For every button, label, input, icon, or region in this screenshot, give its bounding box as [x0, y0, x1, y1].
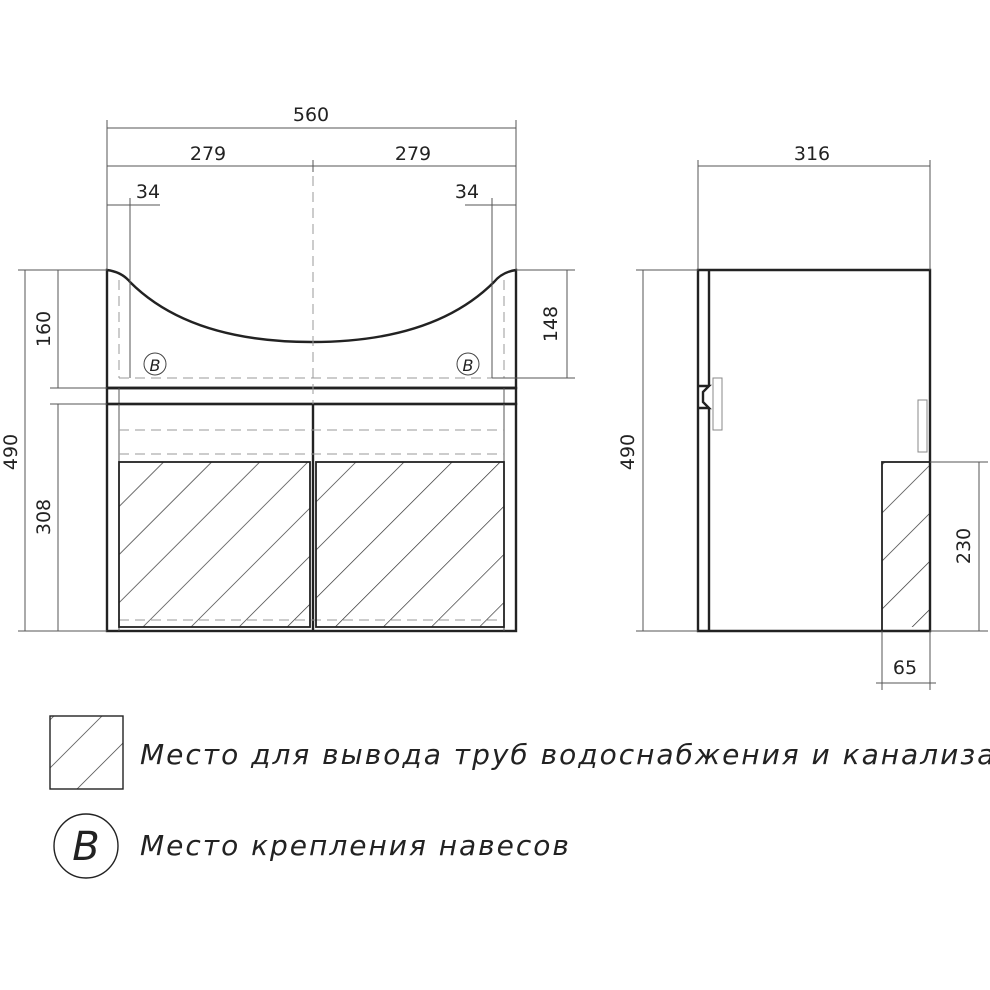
front-basin-outline — [105, 268, 518, 390]
legend-mount-text: Место крепления навесов — [140, 829, 571, 862]
dim-top-height: 160 — [33, 269, 107, 389]
dim-depth-label: 316 — [794, 143, 830, 165]
side-hinge-back — [917, 399, 928, 453]
dim-half-width: 279 279 — [107, 143, 516, 172]
dim-offset-right-label: 34 — [455, 181, 479, 203]
pipe-zone-left — [118, 461, 311, 628]
bracket-marker-right-label: B — [463, 356, 474, 375]
pipe-zone-side — [881, 461, 931, 632]
dim-pipe-zone-height-label: 230 — [953, 528, 975, 564]
dim-bracket-height: 148 — [492, 269, 575, 379]
legend: Место для вывода труб водоснабжения и ка… — [49, 715, 990, 879]
cabinet-body — [105, 402, 518, 633]
dim-top-height-label: 160 — [33, 311, 55, 347]
dim-depth: 316 — [697, 143, 931, 270]
legend-pipe-zone-text: Место для вывода труб водоснабжения и ка… — [140, 738, 990, 771]
dim-cabinet-height: 308 — [33, 403, 107, 631]
dim-total-height-side-label: 490 — [617, 434, 639, 470]
dim-total-height-side: 490 — [617, 269, 698, 632]
dim-total-width: 560 — [106, 104, 517, 270]
dim-half-width-right-label: 279 — [395, 143, 431, 165]
legend-mount-symbol-label: B — [72, 824, 99, 870]
dim-pipe-zone-depth: 65 — [876, 631, 936, 690]
dim-total-height-front: 490 — [0, 269, 107, 632]
side-hinge-front — [712, 377, 723, 431]
dim-offset-left-label: 34 — [136, 181, 160, 203]
legend-hatch-swatch — [49, 715, 124, 790]
side-notch — [698, 384, 712, 410]
dim-total-width-label: 560 — [293, 104, 329, 126]
dim-pipe-zone-height: 230 — [930, 461, 988, 632]
dim-offsets: 34 34 — [107, 181, 516, 378]
legend-mount-symbol: B — [53, 813, 119, 879]
side-view: 316 490 230 65 — [617, 143, 988, 690]
dim-half-width-left-label: 279 — [190, 143, 226, 165]
dim-pipe-zone-depth-label: 65 — [893, 657, 917, 679]
bracket-marker-left: B — [143, 352, 167, 376]
bracket-marker-left-label: B — [150, 356, 161, 375]
bracket-marker-right: B — [456, 352, 480, 376]
front-view: B B 560 279 279 34 34 — [0, 104, 575, 633]
dim-bracket-height-label: 148 — [540, 306, 562, 342]
pipe-zone-right — [315, 461, 505, 628]
dim-cabinet-height-label: 308 — [33, 499, 55, 535]
dim-total-height-front-label: 490 — [0, 434, 22, 470]
countertop-band — [105, 386, 518, 406]
